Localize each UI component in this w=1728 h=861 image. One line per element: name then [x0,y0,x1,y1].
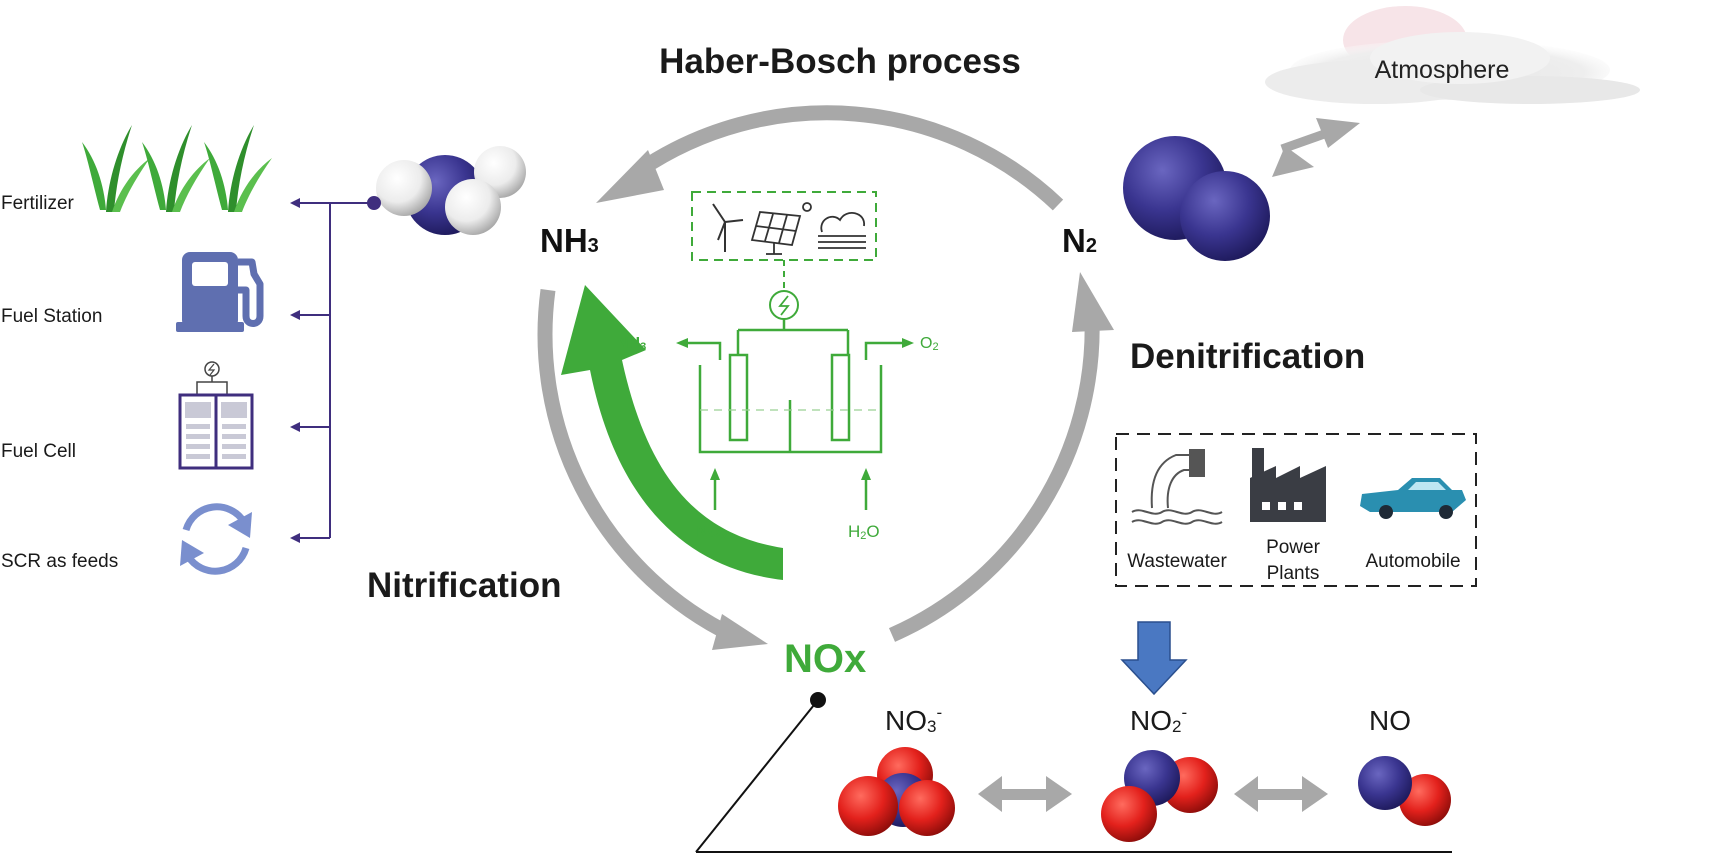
application-label-scr: SCR as feeds [1,551,118,572]
electrochemical-reduction-arrow [561,285,783,580]
denitrification-label: Denitrification [1130,337,1365,376]
nitric-oxide-molecule [1358,756,1451,826]
car-icon [1360,478,1466,519]
electrolyzer-nh3-label: NH3 [617,335,646,353]
wind-turbine-icon [712,203,744,252]
hydro-wave-icon [818,212,866,249]
equilibrium-arrow-1 [978,776,1072,812]
wastewater-pipe-icon [1131,449,1223,525]
ammonia-molecule [376,146,526,235]
haber-bosch-arrow [596,105,1064,211]
nh3-label: NH3 [540,222,599,259]
species-label-nitrate: NO3- [885,703,942,736]
source-label-power-plants-line2: Plants [1267,563,1320,584]
atmosphere-cloud [1265,6,1640,104]
haber-bosch-title: Haber-Bosch process [659,42,1021,81]
grass-icon [82,125,272,212]
electrolyzer-nox-label: NOx [696,522,729,542]
nox-label: NOx [784,637,866,681]
nitrite-molecule [1101,750,1218,842]
denitrification-arrow [888,272,1114,642]
source-label-power-plants-line1: Power [1266,537,1321,558]
nitrification-arrow [537,289,768,650]
source-label-wastewater: Wastewater [1127,551,1227,572]
emission-down-arrow [1120,621,1188,696]
recycle-icon [180,503,252,575]
atmosphere-exchange-arrow [1272,118,1360,177]
atmosphere-label: Atmosphere [1375,56,1510,84]
application-label-fertilizer: Fertilizer [1,193,75,214]
nox-callout-line [695,692,1452,853]
nitrogen-molecule [1123,136,1270,261]
nox-sources-box [1115,433,1477,587]
electrolyzer-h2o-label: H2O [848,522,880,542]
application-label-fuel-cell: Fuel Cell [1,441,76,462]
electrolyzer-diagram [676,191,914,510]
equilibrium-arrow-2 [1234,776,1328,812]
n2-label: N2 [1062,222,1097,259]
source-label-automobile: Automobile [1365,551,1460,572]
fuel-cell-icon [178,361,254,470]
nitrate-molecule [838,747,955,836]
nitrification-label: Nitrification [367,566,561,605]
fuel-pump-icon [176,252,264,332]
factory-icon [1250,448,1326,522]
species-label-nitrite: NO2- [1130,703,1187,736]
renewable-energy-box [691,191,877,261]
species-label-nitric-oxide: NO [1369,705,1411,736]
solar-panel-icon [750,202,812,255]
application-label-fuel-station: Fuel Station [1,306,102,327]
distribution-lines [290,196,381,543]
electrolyzer-o2-label: O2 [920,335,939,353]
